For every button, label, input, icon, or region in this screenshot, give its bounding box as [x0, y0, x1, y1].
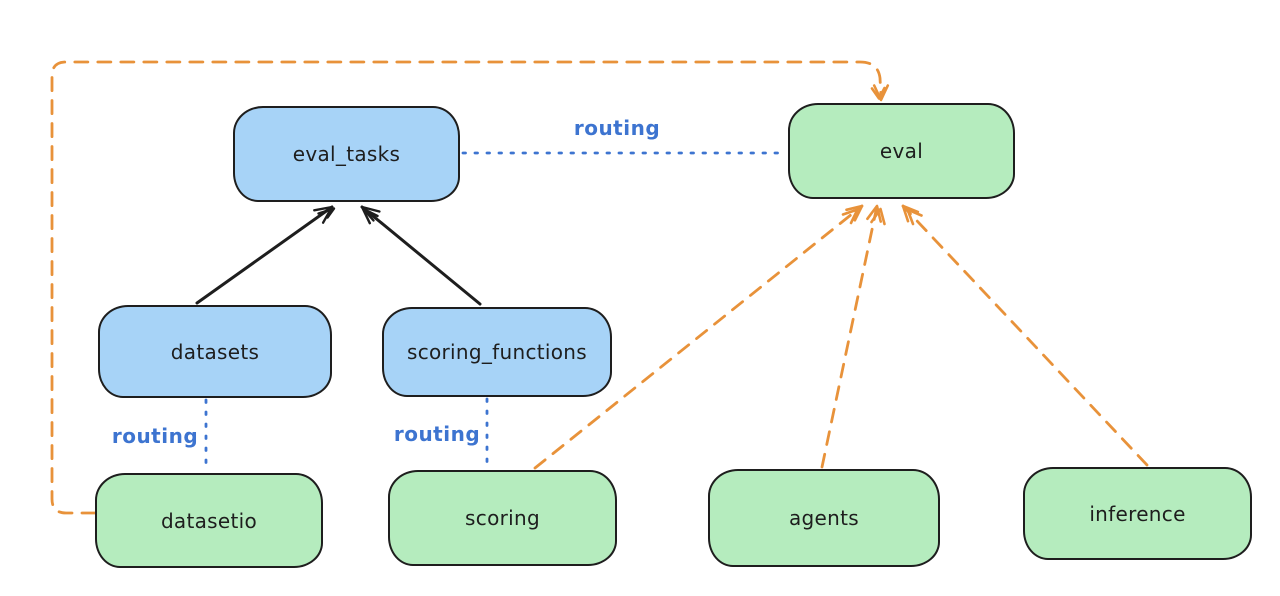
- node-eval-tasks-label: eval_tasks: [292, 142, 401, 166]
- node-scoring-functions: scoring_functions: [382, 307, 612, 397]
- edge-inference-to-eval: [901, 204, 1149, 467]
- edge-label-routing-top: routing: [573, 116, 661, 140]
- edge-datasets-to-eval-tasks: [195, 205, 336, 305]
- node-scoring-label: scoring: [465, 506, 540, 530]
- node-eval-label: eval: [879, 139, 924, 163]
- node-agents-label: agents: [789, 506, 859, 530]
- edge-scoring-functions-to-eval-tasks: [360, 205, 482, 306]
- edge-agents-to-eval: [820, 204, 886, 469]
- node-datasetio-label: datasetio: [160, 508, 258, 533]
- node-datasetio: datasetio: [95, 473, 323, 568]
- node-scoring-functions-label: scoring_functions: [406, 340, 588, 364]
- node-datasets-label: datasets: [170, 339, 260, 364]
- node-inference-label: inference: [1089, 501, 1186, 526]
- edge-label-routing-mid: routing: [393, 422, 481, 446]
- node-agents: agents: [708, 469, 940, 567]
- node-scoring: scoring: [388, 470, 617, 566]
- node-eval: eval: [788, 103, 1015, 199]
- node-eval-tasks: eval_tasks: [233, 106, 460, 202]
- node-inference: inference: [1023, 467, 1252, 560]
- node-datasets: datasets: [98, 305, 332, 398]
- edge-label-routing-left: routing: [111, 424, 199, 448]
- edge-datasetio-to-eval: [50, 60, 890, 515]
- edge-scoring-to-eval: [533, 204, 864, 470]
